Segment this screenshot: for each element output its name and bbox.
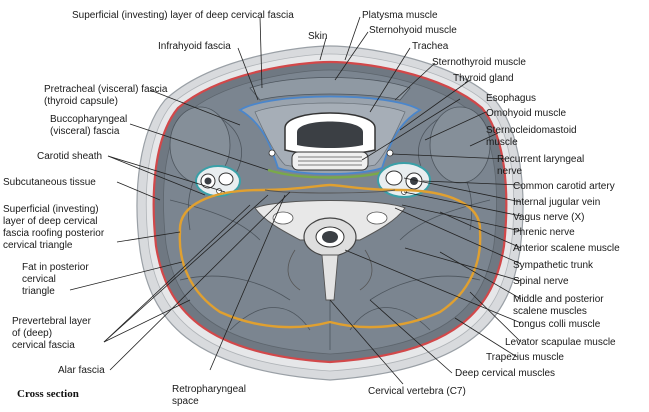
label-spinal-nerve: Spinal nerve — [513, 276, 569, 287]
label-superficial-posterior-3: fascia roofing posterior — [3, 228, 105, 239]
sternocleidomastoid-right — [429, 106, 491, 184]
label-anterior-scalene: Anterior scalene muscle — [513, 243, 620, 254]
label-phrenic: Phrenic nerve — [513, 227, 575, 238]
label-buccopharyngeal-1: Buccopharyngeal — [50, 114, 127, 125]
carotid-sheath-left — [195, 165, 241, 197]
label-carotid-sheath: Carotid sheath — [37, 151, 102, 162]
label-skin: Skin — [308, 31, 327, 42]
label-fat-posterior-1: Fat in posterior — [22, 262, 89, 273]
label-trachea: Trachea — [412, 41, 449, 52]
label-omohyoid: Omohyoid muscle — [486, 108, 566, 119]
label-sternocleidomastoid-1: Sternocleidomastoid — [486, 125, 577, 136]
anatomy-illustration — [136, 45, 524, 381]
label-internal-jugular: Internal jugular vein — [513, 197, 600, 208]
label-middle-posterior-scalene-1: Middle and posterior — [513, 294, 604, 305]
cervical-vertebra — [254, 200, 406, 301]
label-esophagus: Esophagus — [486, 93, 536, 104]
label-prevertebral-3: cervical fascia — [12, 340, 75, 351]
label-cervical-vertebra: Cervical vertebra (C7) — [368, 386, 466, 397]
label-retropharyngeal-2: space — [172, 396, 199, 407]
label-recurrent-laryngeal-1: Recurrent laryngeal — [497, 154, 584, 165]
label-levator-scapulae: Levator scapulae muscle — [505, 337, 616, 348]
label-prevertebral-2: of (deep) — [12, 328, 52, 339]
trachea-lumen — [297, 121, 363, 148]
prevertebral-fascia-line — [178, 183, 482, 329]
label-buccopharyngeal-2: (visceral) fascia — [50, 126, 120, 137]
label-retropharyngeal-1: Retropharyngeal — [172, 384, 246, 395]
label-vagus: Vagus nerve (X) — [513, 212, 585, 223]
label-fat-posterior-2: cervical — [22, 274, 56, 285]
leader-lines — [69, 16, 522, 385]
caption: Cross section — [17, 388, 79, 400]
strap-muscles — [249, 77, 411, 101]
label-thyroid-gland: Thyroid gland — [453, 73, 514, 84]
label-deep-cervical-muscles: Deep cervical muscles — [455, 368, 555, 379]
label-superficial-investing-top: Superficial (investing) layer of deep ce… — [72, 10, 294, 21]
label-pretracheal-2: (thyroid capsule) — [44, 96, 118, 107]
label-middle-posterior-scalene-2: scalene muscles — [513, 306, 587, 317]
alar-fascia-line — [264, 189, 396, 194]
label-common-carotid: Common carotid artery — [513, 181, 615, 192]
label-subcutaneous: Subcutaneous tissue — [3, 177, 96, 188]
labels: Superficial (investing) layer of deep ce… — [3, 10, 620, 407]
label-fat-posterior-3: triangle — [22, 286, 55, 297]
label-superficial-posterior-2: layer of deep cervical — [3, 216, 98, 227]
label-sternohyoid: Sternohyoid muscle — [369, 25, 457, 36]
label-alar-fascia: Alar fascia — [58, 365, 105, 376]
recurrent-laryngeal-nerve — [386, 149, 394, 157]
label-sympathetic-trunk: Sympathetic trunk — [513, 260, 594, 271]
label-trapezius: Trapezius muscle — [486, 352, 564, 363]
label-longus-colli: Longus colli muscle — [513, 319, 601, 330]
label-infrahyoid-fascia: Infrahyoid fascia — [158, 41, 231, 52]
label-superficial-posterior-4: cervical triangle — [3, 240, 73, 251]
label-platysma: Platysma muscle — [362, 10, 438, 21]
esophagus-folds — [298, 156, 362, 166]
label-prevertebral-1: Prevertebral layer — [12, 316, 92, 327]
carotid-sheath-right — [377, 162, 431, 198]
recurrent-laryngeal-nerve-left — [268, 149, 276, 157]
label-sternothyroid: Sternothyroid muscle — [432, 57, 526, 68]
label-sternocleidomastoid-2: muscle — [486, 137, 518, 148]
label-superficial-posterior-1: Superficial (investing) — [3, 204, 99, 215]
label-pretracheal-1: Pretracheal (visceral) fascia — [44, 84, 168, 95]
label-recurrent-laryngeal-2: nerve — [497, 166, 522, 177]
